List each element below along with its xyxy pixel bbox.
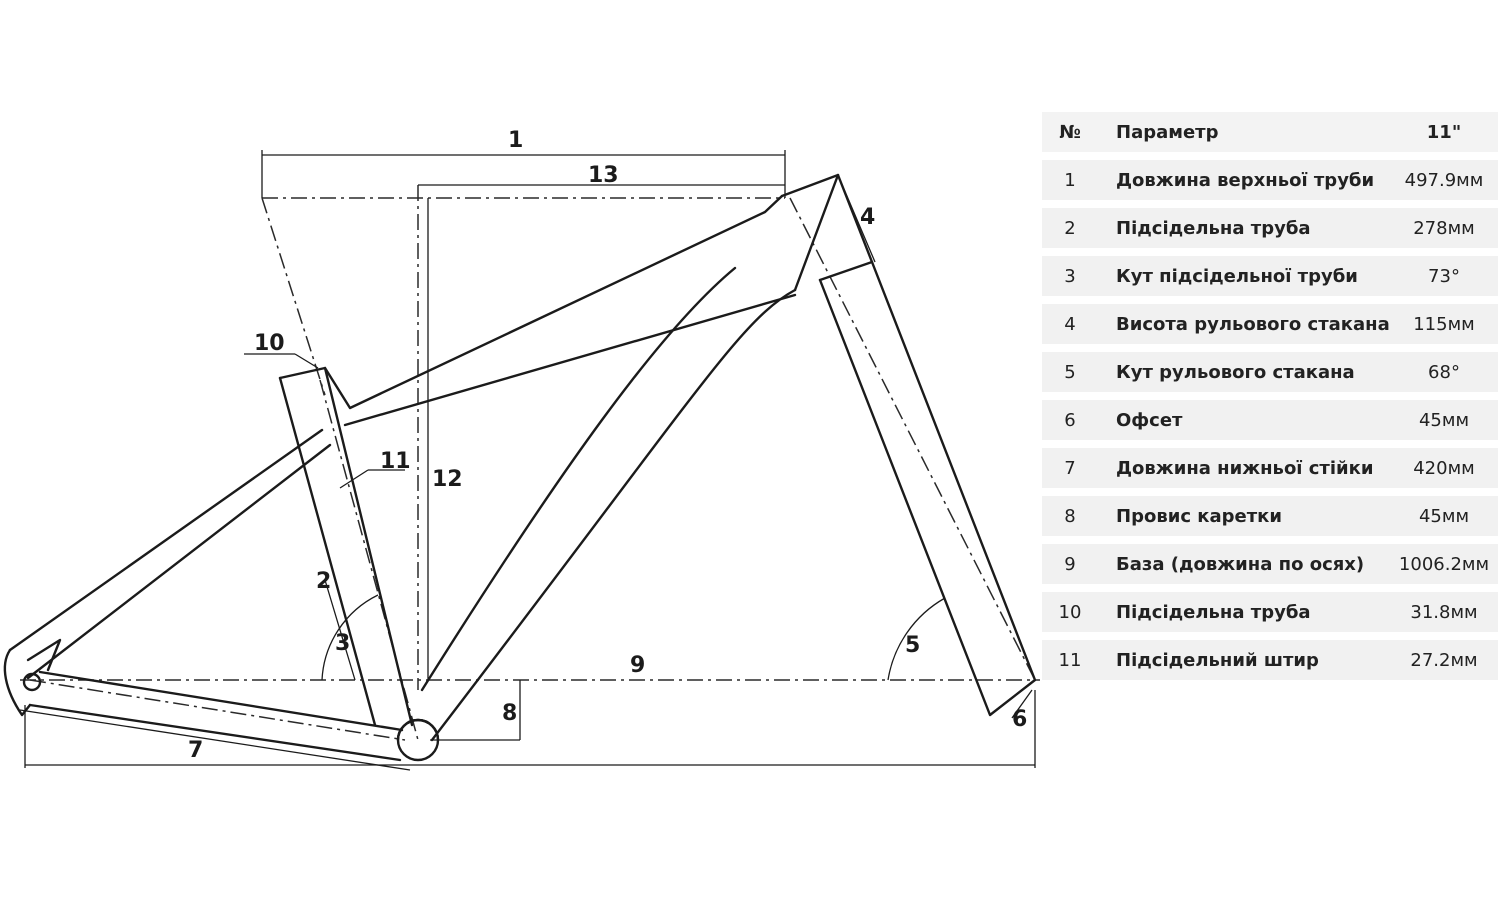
row-num: 4	[1064, 313, 1076, 335]
row-param: Довжина нижньої стійки	[1116, 457, 1374, 479]
row-param: Підсідельна труба	[1116, 217, 1311, 239]
bike-frame	[3, 173, 1037, 762]
row-param: Підсідельна труба	[1116, 601, 1311, 623]
table-row: 8 Провис каретки 45мм	[1042, 496, 1498, 536]
row-value: 45мм	[1418, 409, 1470, 431]
row-value: 278мм	[1413, 217, 1475, 239]
table-row: 5 Кут рульового стакана 68°	[1042, 352, 1498, 392]
header-size: 11"	[1426, 121, 1462, 143]
label-11: 11	[380, 449, 411, 474]
row-value: 1006.2мм	[1398, 553, 1490, 575]
label-1: 1	[508, 128, 523, 153]
row-num: 3	[1064, 265, 1076, 287]
row-value: 27.2мм	[1410, 649, 1478, 671]
label-7: 7	[188, 738, 203, 763]
row-param: Офсет	[1116, 409, 1183, 431]
row-value: 420мм	[1413, 457, 1475, 479]
label-9: 9	[630, 653, 645, 678]
row-num: 11	[1058, 649, 1082, 671]
header-num: №	[1059, 121, 1081, 143]
row-num: 7	[1064, 457, 1076, 479]
row-value: 73°	[1428, 265, 1460, 287]
label-4: 4	[860, 205, 875, 230]
table-row: 9 База (довжина по осях) 1006.2мм	[1042, 544, 1498, 584]
row-param: Висота рульового стакана	[1116, 313, 1390, 335]
label-12: 12	[432, 467, 463, 492]
table-row: 11 Підсідельний штир 27.2мм	[1042, 640, 1498, 680]
table-header: № Параметр 11"	[1042, 112, 1498, 152]
label-13: 13	[588, 163, 619, 188]
dimension-lines	[19, 150, 1036, 771]
row-num: 2	[1064, 217, 1076, 239]
row-num: 9	[1064, 553, 1076, 575]
row-param: Кут рульового стакана	[1116, 361, 1355, 383]
label-3: 3	[335, 631, 350, 656]
table-row: 2 Підсідельна труба 278мм	[1042, 208, 1498, 248]
row-value: 31.8мм	[1410, 601, 1478, 623]
row-num: 8	[1064, 505, 1076, 527]
row-param: Провис каретки	[1116, 505, 1282, 527]
label-10: 10	[254, 331, 285, 356]
frame-geometry-diagram: 1 13 4 10 11 12 2 3 9 5 8 6 7	[3, 128, 1040, 771]
table-row: 10 Підсідельна труба 31.8мм	[1042, 592, 1498, 632]
row-param: База (довжина по осях)	[1116, 553, 1365, 575]
row-param: Довжина верхньої труби	[1116, 169, 1375, 191]
row-param: Підсідельний штир	[1116, 649, 1319, 671]
table-row: 4 Висота рульового стакана 115мм	[1042, 304, 1498, 344]
row-value: 115мм	[1413, 313, 1475, 335]
row-value: 68°	[1428, 361, 1460, 383]
label-8: 8	[502, 701, 517, 726]
label-5: 5	[905, 633, 920, 658]
table-row: 6 Офсет 45мм	[1042, 400, 1498, 440]
header-param: Параметр	[1116, 121, 1219, 143]
label-2: 2	[316, 569, 331, 594]
row-param: Кут підсідельної труби	[1116, 265, 1358, 287]
table-row: 7 Довжина нижньої стійки 420мм	[1042, 448, 1498, 488]
row-value: 45мм	[1418, 505, 1470, 527]
row-value: 497.9мм	[1404, 169, 1484, 191]
table-row: 3 Кут підсідельної труби 73°	[1042, 256, 1498, 296]
construction-lines	[20, 185, 1040, 741]
table-row: 1 Довжина верхньої труби 497.9мм	[1042, 160, 1498, 200]
row-num: 6	[1064, 409, 1076, 431]
label-6: 6	[1012, 707, 1027, 732]
row-num: 1	[1064, 169, 1076, 191]
row-num: 10	[1058, 601, 1082, 623]
row-num: 5	[1064, 361, 1076, 383]
dimension-labels: 1 13 4 10 11 12 2 3 9 5 8 6 7	[188, 128, 1027, 763]
